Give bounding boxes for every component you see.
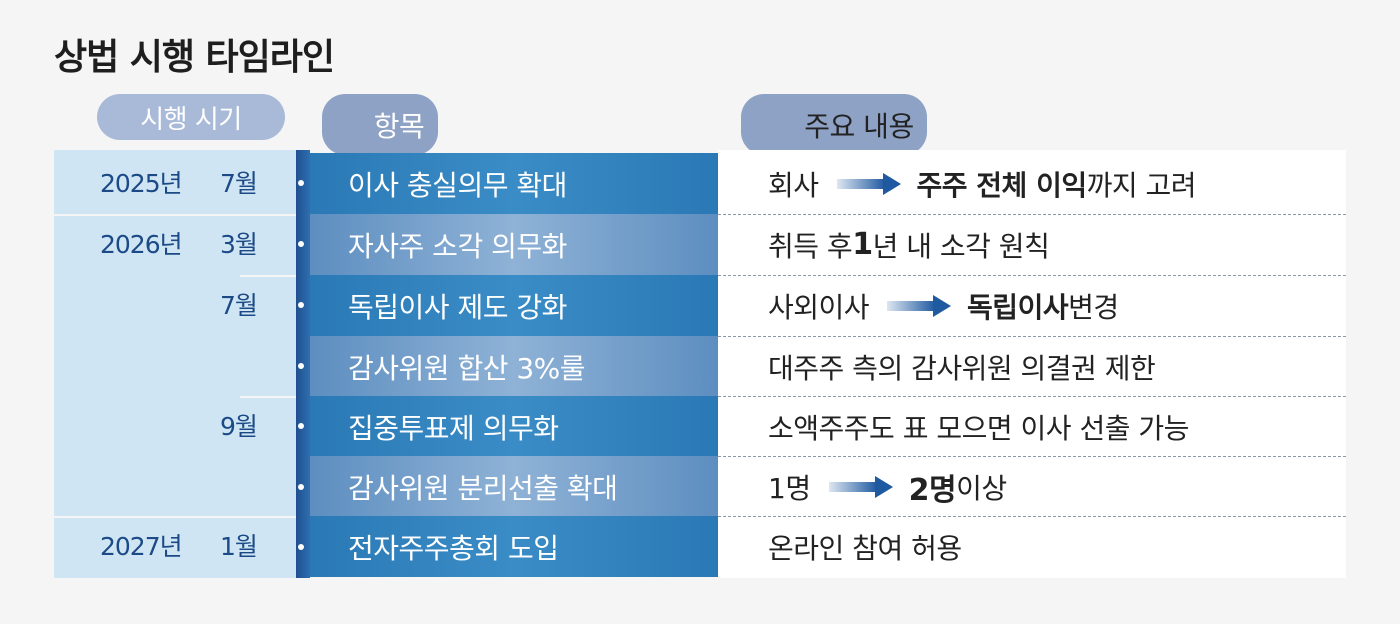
month-label: 7월 (220, 291, 258, 320)
detail-cell: 온라인 참여 허용 (718, 516, 1346, 577)
item-cell: 집중투표제 의무화 (310, 396, 718, 457)
detail-before: 1명 (768, 471, 811, 505)
year-label: 2027년 (100, 532, 183, 561)
detail-after: 년 내 소각 원칙 (872, 229, 1050, 263)
month-label: 1월 (220, 532, 258, 561)
month-label: 7월 (220, 169, 258, 198)
timeline-dot (298, 544, 304, 550)
row-separator (718, 396, 1346, 397)
when-column: 2025년 7월 2026년 3월 7월 9월 2027년 1월 (54, 150, 296, 578)
header-item-pill: 항목 (322, 94, 438, 155)
item-cell: 이사 충실의무 확대 (310, 153, 718, 214)
detail-cell: 1명 2명 이상 (718, 456, 1346, 517)
timeline-dot (298, 302, 304, 308)
detail-text: 소액주주도 표 모으면 이사 선출 가능 (768, 411, 1189, 445)
row-separator (718, 275, 1346, 276)
item-cell: 독립이사 제도 강화 (310, 275, 718, 336)
detail-cell: 취득 후 1 년 내 소각 원칙 (718, 214, 1346, 275)
header-when-pill: 시행 시기 (97, 94, 285, 140)
detail-cell: 소액주주도 표 모으면 이사 선출 가능 (718, 396, 1346, 457)
detail-column: 회사 주주 전체 이익 까지 고려 취득 후 1 년 내 소각 원칙 사외이사 … (718, 150, 1346, 578)
month-divider (240, 396, 296, 398)
timeline-table: 2025년 7월 2026년 3월 7월 9월 2027년 1월 이사 충실의무… (54, 150, 1346, 578)
timeline-dot (298, 484, 304, 490)
arrow-right-icon (836, 172, 901, 195)
detail-after: 이상 (956, 471, 1007, 505)
timeline-dot (298, 363, 304, 369)
detail-before: 사외이사 (768, 290, 870, 324)
page-title: 상법 시행 타임라인 (54, 37, 335, 78)
year-label: 2025년 (100, 169, 183, 198)
detail-emphasis: 2명 (908, 472, 957, 508)
detail-emphasis: 1 (852, 227, 873, 262)
arrow-right-icon (828, 475, 893, 498)
item-cell: 자사주 소각 의무화 (310, 214, 718, 275)
detail-emphasis: 주주 전체 이익 (916, 168, 1088, 202)
detail-before: 회사 (768, 168, 819, 202)
row-separator (718, 516, 1346, 517)
detail-after: 까지 고려 (1086, 168, 1197, 202)
detail-after: 변경 (1068, 290, 1119, 324)
timeline-dot (298, 180, 304, 186)
month-divider (240, 275, 296, 277)
detail-text: 온라인 참여 허용 (768, 531, 962, 565)
timeline-dot (298, 423, 304, 429)
detail-text: 대주주 측의 감사위원 의결권 제한 (768, 351, 1156, 385)
item-column: 이사 충실의무 확대 자사주 소각 의무화 독립이사 제도 강화 감사위원 합산… (310, 150, 718, 578)
item-cell: 감사위원 분리선출 확대 (310, 456, 718, 517)
row-separator (718, 336, 1346, 337)
detail-emphasis: 독립이사 (967, 290, 1069, 324)
timeline-dot (298, 241, 304, 247)
detail-cell: 대주주 측의 감사위원 의결권 제한 (718, 336, 1346, 397)
arrow-right-icon (887, 294, 952, 317)
item-cell: 감사위원 합산 3%룰 (310, 336, 718, 397)
year-label: 2026년 (100, 230, 183, 259)
detail-before: 취득 후 (768, 229, 853, 263)
month-label: 9월 (220, 412, 258, 441)
detail-cell: 회사 주주 전체 이익 까지 고려 (718, 153, 1346, 214)
row-separator (718, 214, 1346, 215)
year-divider (54, 516, 296, 518)
month-label: 3월 (220, 230, 258, 259)
item-cell: 전자주주총회 도입 (310, 516, 718, 577)
row-separator (718, 456, 1346, 457)
header-detail-pill: 주요 내용 (741, 94, 927, 155)
year-divider (54, 214, 296, 216)
detail-cell: 사외이사 독립이사 변경 (718, 275, 1346, 336)
